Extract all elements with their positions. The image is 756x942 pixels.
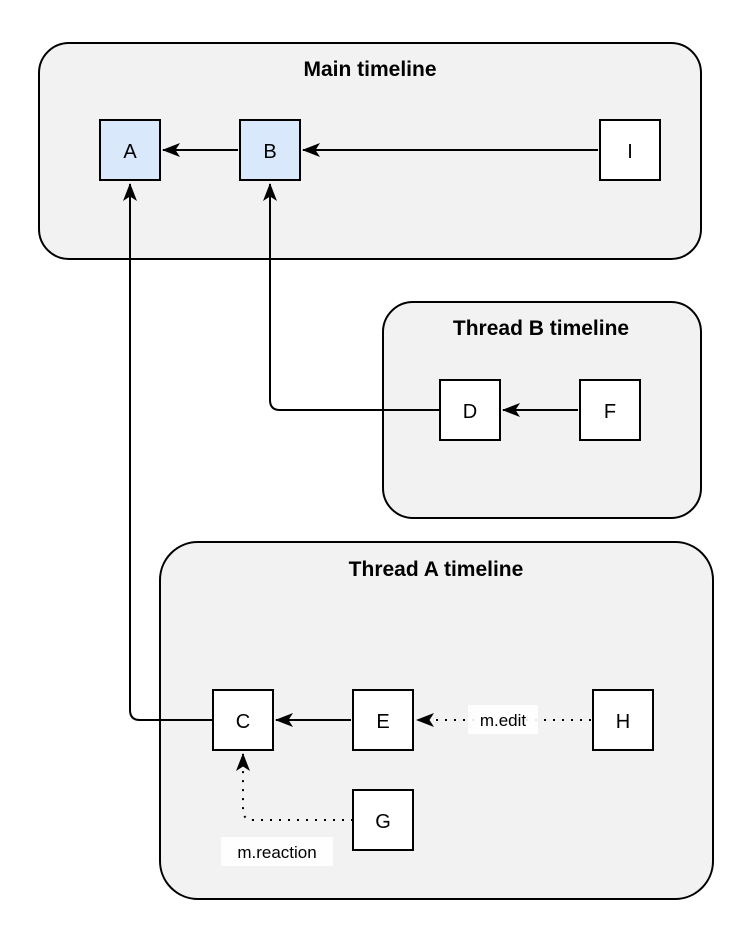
edge-label-m-edit-bg [468,705,538,734]
node-f [579,379,641,441]
edge-label-m-reaction-bg [221,837,333,866]
node-i-label: I [627,141,633,163]
thread-b-timeline-title: Thread B timeline [453,317,629,340]
node-f-label: F [604,401,616,423]
main-timeline-title: Main timeline [303,58,436,81]
node-e [352,689,414,751]
edge-label-m-edit: m.edit [480,711,527,730]
node-b [239,119,301,181]
edge-d-to-b [263,183,440,411]
node-g [352,789,414,851]
node-h [592,689,654,751]
edge-label-m-reaction: m.reaction [237,843,316,862]
edge-g-to-c [236,753,353,821]
node-i [599,119,661,181]
node-c-label: C [236,711,250,733]
node-a [99,119,161,181]
node-a-label: A [123,141,137,163]
edge-c-to-a [123,183,213,721]
node-e-label: E [376,711,389,733]
node-d-label: D [463,401,477,423]
thread-a-timeline-title: Thread A timeline [349,558,524,581]
node-d [439,379,501,441]
node-c [212,689,274,751]
node-h-label: H [616,711,630,733]
node-g-label: G [375,811,391,833]
node-b-label: B [263,141,276,163]
